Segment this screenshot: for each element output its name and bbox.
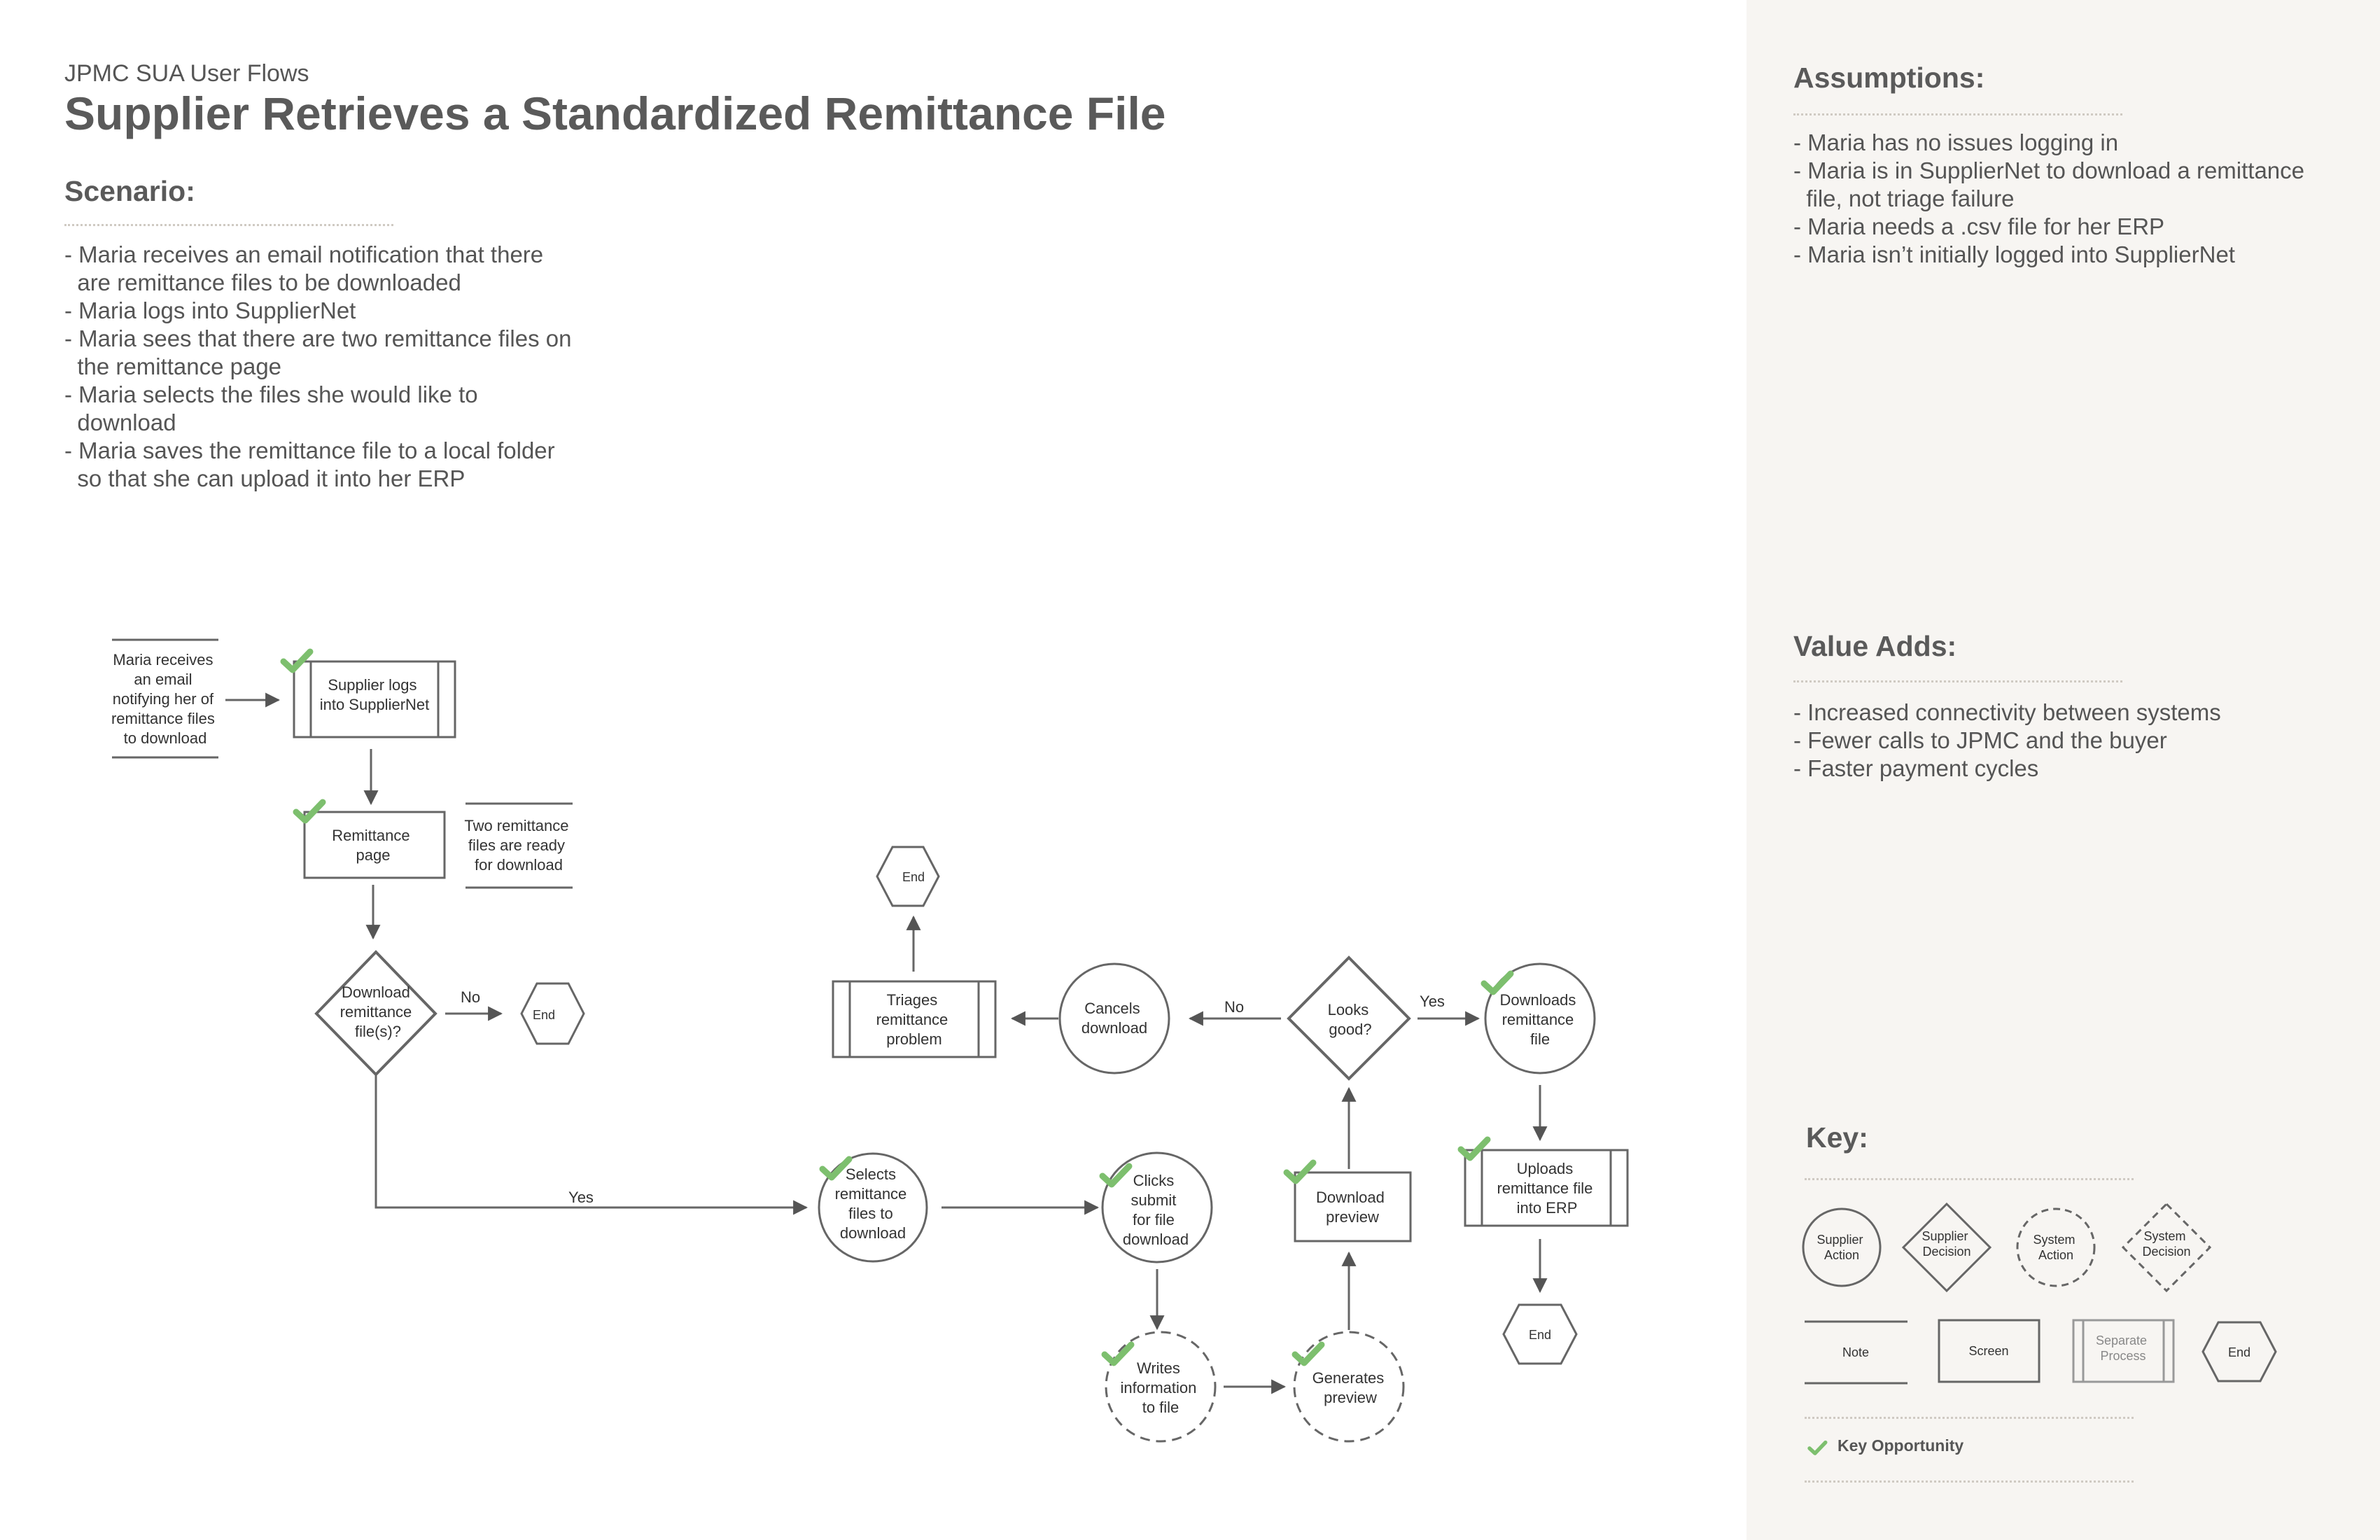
check-icon xyxy=(1809,1443,1826,1454)
triages-problem-label: Triages remittance problem xyxy=(876,991,953,1048)
end-node-3 xyxy=(1502,1303,1578,1365)
scenario-list: - Maria receives an email notification t… xyxy=(64,241,572,493)
looks-good-label: Looks good? xyxy=(1328,1001,1373,1038)
selects-files-label: Selects remittance files to download xyxy=(835,1166,911,1242)
generates-preview-label: Generates preview xyxy=(1312,1369,1389,1406)
value-add-item: - Faster payment cycles xyxy=(1793,755,2039,781)
no-label: No xyxy=(1224,998,1244,1016)
assumption-item: - Maria isn’t initially logged into Supp… xyxy=(1793,241,2235,267)
key-divider-bottom xyxy=(1805,1480,2134,1483)
key-supplier-action-shape xyxy=(1802,1208,1882,1287)
key-supplier-action-label: Supplier Action xyxy=(1816,1233,1866,1262)
end-node-2 xyxy=(876,846,940,907)
key-supplier-decision-shape xyxy=(1901,1202,1992,1293)
assumptions-divider xyxy=(1793,113,2122,115)
value-add-item: - Increased connectivity between systems xyxy=(1793,699,2221,725)
no-label: No xyxy=(461,988,480,1006)
check-icon xyxy=(1105,1345,1131,1363)
yes-label: Yes xyxy=(568,1189,594,1206)
writes-info-label: Writes information to file xyxy=(1121,1359,1201,1416)
note-email-text: Maria receives an email notifying her of… xyxy=(111,651,219,747)
side-panel xyxy=(1746,0,2380,1540)
action-downloads-file xyxy=(1484,962,1596,1074)
key-divider-mid xyxy=(1805,1417,2134,1419)
end-node-1-label: End xyxy=(533,1008,555,1022)
scenario-heading: Scenario: xyxy=(64,175,195,207)
check-icon xyxy=(1461,1140,1488,1158)
scenario-item: - Maria logs into SupplierNet xyxy=(64,298,356,323)
value-add-item: - Fewer calls to JPMC and the buyer xyxy=(1793,727,2167,753)
clicks-submit-label: Clicks submit for file download xyxy=(1123,1172,1189,1248)
key-heading: Key: xyxy=(1806,1121,1868,1154)
key-opportunity-label: Key Opportunity xyxy=(1837,1436,1964,1455)
scenario-item: - Maria receives an email notification t… xyxy=(64,241,544,295)
action-cancels-download xyxy=(1058,962,1170,1074)
key-system-decision-shape xyxy=(2121,1202,2212,1293)
download-preview-label: Download preview xyxy=(1316,1189,1389,1226)
uploads-erp-label: Uploads remittance file into ERP xyxy=(1497,1160,1597,1217)
assumptions-heading: Assumptions: xyxy=(1793,62,1985,94)
assumption-item: - Maria is in SupplierNet to download a … xyxy=(1793,158,2305,211)
key-system-decision-label: System Decision xyxy=(2142,1229,2190,1259)
decision-download-files xyxy=(314,950,438,1077)
page-title: Supplier Retrieves a Standardized Remitt… xyxy=(64,88,1166,139)
check-icon xyxy=(1102,1166,1129,1184)
key-divider-top xyxy=(1805,1178,2134,1180)
decision-download-label: Download remittance file(s)? xyxy=(340,983,416,1040)
assumption-item: - Maria needs a .csv file for her ERP xyxy=(1793,214,2165,239)
assumption-item: - Maria has no issues logging in xyxy=(1793,130,2119,155)
yes-label: Yes xyxy=(1420,993,1445,1010)
remittance-page-label: Remittance page xyxy=(332,827,414,864)
key-system-action-shape xyxy=(2016,1208,2096,1287)
value-adds-list: - Increased connectivity between systems… xyxy=(1793,699,2221,783)
scenario-item: - Maria selects the files she would like… xyxy=(64,382,478,435)
system-writes-info xyxy=(1105,1331,1217,1443)
page-subtitle: JPMC SUA User Flows xyxy=(64,60,309,87)
key-separate-process-label: Separate Process xyxy=(2096,1334,2150,1363)
check-icon xyxy=(1295,1345,1322,1363)
key-system-action-label: System Action xyxy=(2033,1233,2078,1262)
end-node-2-label: End xyxy=(902,870,925,884)
action-clicks-submit xyxy=(1101,1152,1213,1264)
cancels-download-label: Cancels download xyxy=(1082,1000,1147,1037)
value-adds-heading: Value Adds: xyxy=(1793,630,1957,662)
downloads-file-label: Downloads remittance file xyxy=(1500,991,1581,1048)
scenario-divider xyxy=(64,224,393,226)
action-selects-files xyxy=(818,1152,928,1263)
key-separate-process-shape xyxy=(2072,1319,2175,1383)
process-uploads-erp xyxy=(1464,1149,1629,1227)
scenario-item: - Maria saves the remittance file to a l… xyxy=(64,438,555,491)
screen-remittance-page xyxy=(303,811,446,879)
end-node-1 xyxy=(520,982,585,1045)
key-screen-label: Screen xyxy=(1968,1344,2008,1358)
arrow-decision-yes-select xyxy=(374,1074,808,1215)
assumptions-list: - Maria has no issues logging in - Maria… xyxy=(1793,129,2304,269)
key-supplier-decision-label: Supplier Decision xyxy=(1921,1229,1971,1259)
scenario-item: - Maria sees that there are two remittan… xyxy=(64,326,572,379)
process-supplier-logs xyxy=(293,660,456,738)
key-end-shape xyxy=(2202,1321,2277,1382)
key-note-label: Note xyxy=(1842,1345,1869,1359)
process-triages-problem xyxy=(832,980,997,1058)
screen-download-preview xyxy=(1294,1171,1412,1242)
value-adds-divider xyxy=(1793,680,2122,682)
note-two-files-text: Two remittance files are ready for downl… xyxy=(464,817,573,874)
check-icon xyxy=(1484,974,1511,992)
end-node-3-label: End xyxy=(1529,1328,1551,1342)
supplier-logs-label: Supplier logs into SupplierNet xyxy=(320,676,430,713)
decision-looks-good xyxy=(1287,955,1411,1081)
system-generates-preview xyxy=(1293,1331,1405,1443)
key-screen-shape xyxy=(1938,1319,2040,1383)
key-end-label: End xyxy=(2228,1345,2250,1359)
